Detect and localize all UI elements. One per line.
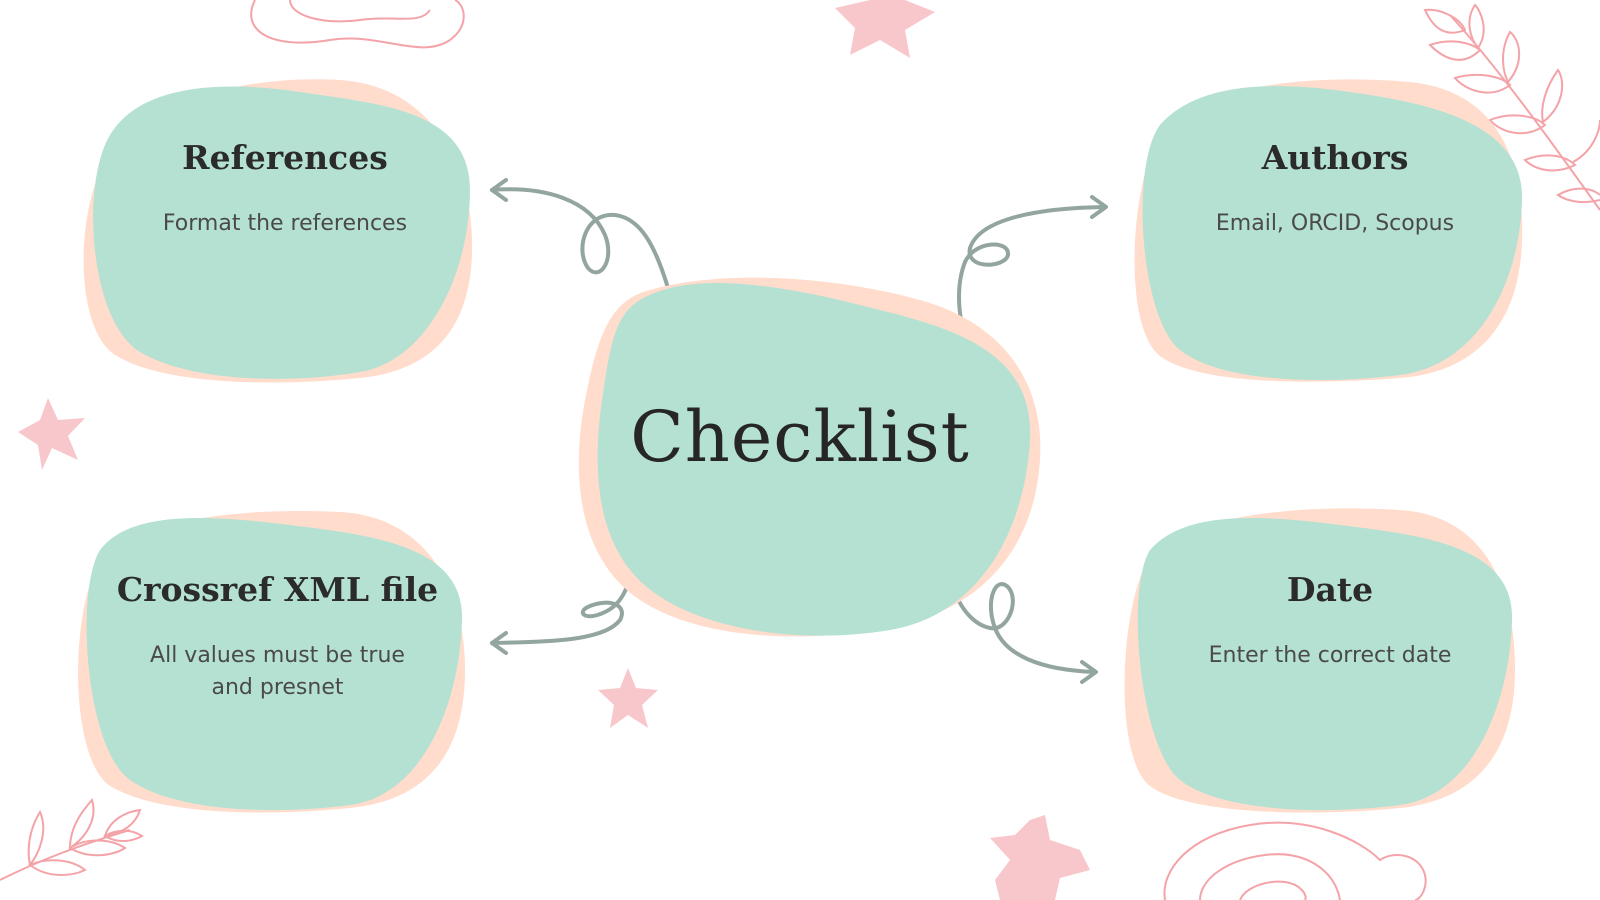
node-authors-title: Authors — [1261, 138, 1409, 177]
node-date-shape — [1124, 508, 1515, 813]
node-date: Date Enter the correct date — [1170, 570, 1490, 672]
node-references: References Format the references — [130, 138, 440, 240]
star-decoration-top-center — [835, 0, 935, 58]
node-references-shape — [83, 79, 473, 383]
leaf-branch-decoration-bottom-left — [0, 797, 144, 881]
star-decoration-bottom-center — [598, 668, 658, 728]
node-authors-shape — [1134, 79, 1523, 382]
connector-arrow-to-date — [951, 582, 1098, 684]
node-crossref-shape — [78, 510, 465, 813]
star-decoration-bottom-right — [990, 815, 1090, 900]
node-date-description: Enter the correct date — [1208, 643, 1452, 668]
center-title: Checklist — [630, 396, 970, 478]
node-date-title: Date — [1286, 570, 1374, 609]
swirl-decoration-top-left — [250, 0, 465, 49]
node-references-description: Format the references — [162, 211, 408, 236]
connector-arrow-to-crossref — [490, 566, 634, 655]
connector-arrow-to-references — [490, 178, 670, 290]
center-node-shape — [578, 277, 1041, 637]
node-crossref-title: Crossref XML file — [116, 570, 439, 609]
node-crossref-description: All values must be true and presnet — [150, 643, 405, 700]
node-references-title: References — [182, 138, 388, 177]
star-decoration-left — [18, 398, 85, 470]
node-authors: Authors Email, ORCID, Scopus — [1175, 138, 1495, 240]
node-authors-description: Email, ORCID, Scopus — [1215, 211, 1455, 236]
connector-arrow-to-authors — [957, 195, 1108, 347]
leaf-branch-decoration-top-right — [1423, 3, 1600, 211]
node-crossref: Crossref XML file All values must be tru… — [115, 570, 440, 704]
swirl-decoration-bottom-right — [1163, 821, 1427, 900]
